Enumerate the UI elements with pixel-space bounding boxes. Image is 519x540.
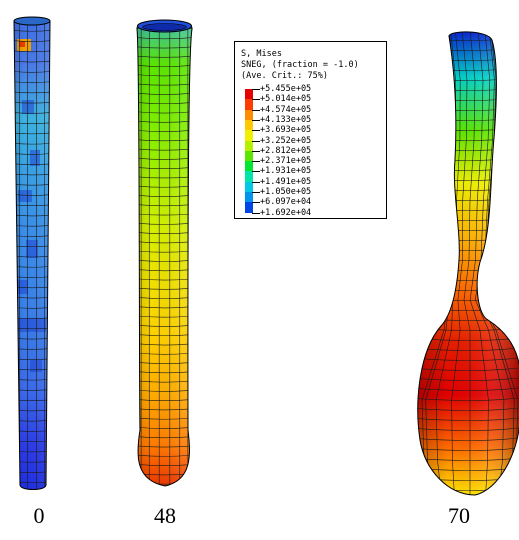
legend-swatch — [245, 99, 253, 111]
legend-value: +2.812e+05 — [260, 145, 312, 156]
mesh-hoop-line — [417, 437, 519, 441]
legend-tick — [252, 109, 260, 111]
stress-legend: S, Mises SNEG, (fraction = -1.0) (Ave. C… — [234, 41, 387, 219]
frame-48-top-inner — [142, 23, 187, 31]
mesh-hoop-line — [417, 407, 519, 411]
mesh-hoop-line — [14, 50, 50, 53]
legend-tick — [252, 119, 260, 121]
mesh-hoop-line — [14, 81, 50, 83]
mesh-hoop-line — [14, 40, 50, 42]
legend-tick — [252, 89, 260, 90]
legend-swatch — [245, 181, 253, 193]
legend-tick — [252, 181, 260, 183]
legend-swatch — [245, 202, 253, 214]
legend-value: +1.491e+05 — [260, 176, 312, 187]
legend-value: +5.014e+05 — [260, 94, 312, 105]
legend-tick — [252, 212, 260, 214]
legend-swatch — [245, 192, 253, 203]
mesh-hoop-line — [136, 46, 193, 49]
mesh-hoop-line — [417, 417, 519, 421]
legend-swatch — [245, 161, 253, 172]
frame-label-70: 70 — [448, 503, 470, 528]
mesh-axial-line — [451, 31, 468, 496]
legend-value: +6.097e+04 — [260, 197, 312, 208]
mesh-hoop-line — [14, 29, 50, 32]
mesh-hoop-line — [417, 397, 519, 401]
legend-averaging-label: (Ave. Crit.: 75%) — [241, 71, 328, 81]
mesh-axial-line — [463, 31, 476, 496]
legend-value: +5.455e+05 — [260, 84, 312, 94]
mesh-hoop-line — [417, 427, 519, 431]
legend-swatch — [245, 130, 253, 141]
legend-swatch — [245, 140, 253, 152]
legend-value: +1.931e+05 — [260, 166, 312, 177]
legend-value: +1.050e+05 — [260, 187, 312, 197]
mesh-hoop-line — [417, 447, 519, 451]
legend-tick — [252, 99, 260, 101]
mesh-hoop-line — [417, 367, 519, 371]
frame-48-shading — [136, 20, 193, 486]
legend-swatch — [245, 171, 253, 183]
legend-value: +3.252e+05 — [260, 135, 312, 146]
legend-swatch — [245, 150, 253, 162]
legend-tick — [252, 150, 260, 152]
legend-tick — [252, 171, 260, 173]
mesh-hoop-line — [417, 377, 519, 381]
mesh-hoop-line — [136, 36, 193, 40]
legend-value: +3.693e+05 — [260, 125, 312, 136]
frame-label-0: 0 — [33, 503, 45, 528]
legend-tick — [252, 202, 260, 204]
frame-label-48: 48 — [154, 503, 176, 528]
deformation-frame-48 — [134, 19, 195, 494]
legend-value: +2.371e+05 — [260, 156, 312, 167]
mesh-hoop-line — [14, 71, 50, 73]
deformation-frame-70 — [417, 31, 519, 496]
legend-tick — [252, 140, 260, 142]
legend-swatch — [245, 89, 253, 100]
legend-tick — [252, 192, 260, 193]
legend-section-label: SNEG, (fraction = -1.0) — [241, 60, 359, 70]
mesh-hoop-line — [14, 60, 50, 63]
legend-value: +4.574e+05 — [260, 104, 312, 115]
frame-0-shading — [14, 17, 50, 490]
deformation-frame-0 — [12, 16, 52, 493]
mesh-hoop-line — [417, 387, 519, 391]
legend-value: +1.692e+04 — [260, 207, 312, 218]
legend-tick — [252, 130, 260, 132]
legend-swatch — [245, 119, 253, 131]
legend-tick — [252, 161, 260, 163]
legend-variable-label: S, Mises — [241, 49, 282, 59]
mesh-hoop-line — [134, 492, 195, 494]
legend-swatch — [245, 109, 253, 121]
mesh-hoop-line — [12, 492, 52, 493]
frame-0-top-opening — [13, 16, 51, 26]
legend-value: +4.133e+05 — [260, 114, 312, 125]
